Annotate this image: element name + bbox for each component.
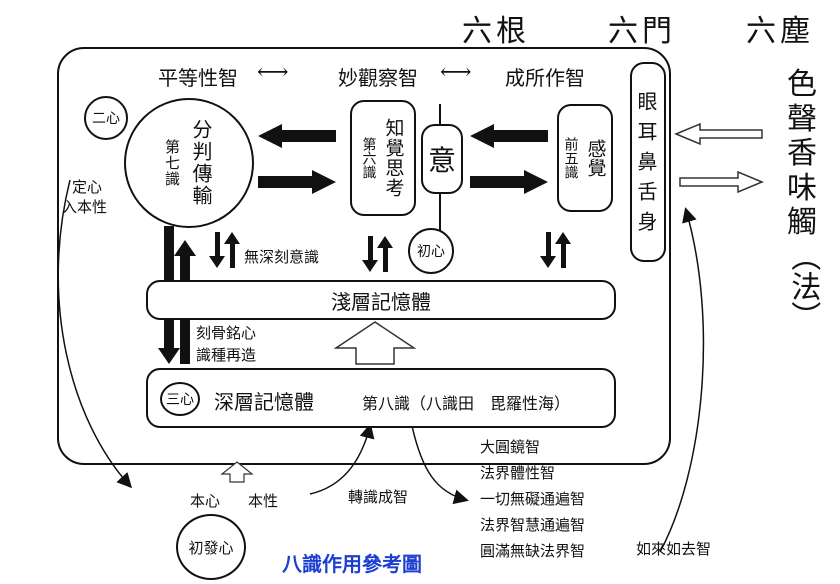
sixth-main-text: 知覺思考	[382, 118, 405, 198]
yi-box: 意	[421, 124, 463, 194]
header-six-gates: 六門	[608, 14, 676, 49]
deep-memory-bar	[146, 368, 616, 428]
wisdom-observation: 妙觀察智	[338, 66, 418, 90]
arrow-sixth-to-seventh	[258, 124, 336, 148]
second-mind-circle: 二心	[84, 96, 128, 140]
arrow-yi-to-five	[470, 170, 548, 194]
arrow-roots-to-dusts	[679, 170, 764, 194]
dust-dharma: （法）	[785, 240, 821, 331]
seventh-main-text: 分判傳輸	[189, 119, 213, 207]
second-mind-label: 二心	[92, 111, 120, 127]
dust-taste: 味	[787, 170, 817, 206]
settle-mind-label: 定心	[72, 178, 103, 196]
curve-eighth-to-wisdom	[411, 425, 469, 505]
wisdom-item: 大圓鏡智	[480, 438, 541, 456]
shallow-memory-bar: 淺層記憶體	[146, 280, 616, 320]
dust-sound: 聲	[787, 101, 817, 137]
transform-label: 轉識成智	[348, 488, 409, 506]
six-dusts-list: 色 聲 香 味 觸 （法）	[780, 67, 824, 331]
diagram-caption: 八識作用參考圖	[282, 552, 422, 576]
small-arrow-down-2	[362, 236, 378, 272]
wisdom-list: 大圓鏡智 法界體性智 一切無礙通遍智 法界智慧通遍智 圓滿無缺法界智	[480, 434, 585, 564]
origin-mind-label: 本心	[190, 492, 221, 510]
dust-touch: 觸	[787, 205, 817, 240]
small-arrow-up-3	[555, 232, 571, 268]
arrow-origin-up	[220, 461, 254, 483]
arrow-dusts-to-roots	[674, 122, 763, 146]
seventh-consciousness-circle: 分判傳輸 第七識	[124, 98, 254, 228]
wisdom-item: 一切無礙通遍智	[480, 490, 586, 508]
sixth-sub-text: 第六識	[360, 137, 377, 179]
tathagata-label: 如來如去智	[636, 540, 712, 558]
initial-aspiration-circle: 初發心	[176, 514, 246, 580]
arrow-seventh-to-sixth	[258, 170, 336, 194]
initial-mind-label: 初心	[417, 244, 445, 260]
curve-origin-to-eighth	[309, 423, 375, 495]
arrow-five-to-yi	[470, 124, 548, 148]
yi-label: 意	[427, 144, 456, 177]
third-mind-label: 三心	[166, 392, 194, 408]
wisdom-equality: 平等性智	[158, 66, 238, 90]
wisdom-item: 圓滿無缺法界智	[480, 542, 586, 560]
small-arrow-up-2	[377, 236, 393, 272]
origin-nature-label: 本性	[248, 492, 279, 510]
engrave-label-2: 識種再造	[196, 346, 257, 364]
initial-aspiration-label: 初發心	[188, 538, 234, 557]
eighth-consciousness-label: 第八識（八識田 毘羅性海）	[362, 394, 571, 413]
wisdom-item: 法界體性智	[480, 464, 556, 482]
five-consciousness-box: 感覺 前五識	[557, 104, 613, 212]
small-arrow-up-1	[224, 232, 240, 268]
wisdom-item: 法界智慧通遍智	[480, 516, 586, 534]
six-roots-box: 眼耳鼻舌身	[630, 62, 666, 262]
five-main-text: 感覺	[584, 139, 607, 177]
five-sub-text: 前五識	[562, 137, 579, 179]
wisdom-accomplishment: 成所作智	[505, 66, 585, 90]
double-arrow-2: ⟷	[440, 60, 472, 85]
small-arrow-down-3	[540, 232, 556, 268]
initial-mind-circle: 初心	[408, 228, 454, 274]
deep-memory-label: 深層記憶體	[214, 390, 314, 414]
dust-smell: 香	[787, 136, 817, 171]
dust-form: 色	[787, 67, 817, 102]
arrow-deep-to-shallow	[333, 321, 417, 365]
shallow-memory-label: 淺層記憶體	[331, 289, 431, 314]
curve-wisdom-to-roots	[659, 207, 705, 553]
enter-nature-label: 入本性	[62, 198, 108, 216]
subconscious-label: 無深刻意識	[244, 248, 320, 266]
header-six-roots: 六根	[462, 14, 530, 49]
curve-settle-to-origin	[57, 179, 133, 489]
header-six-dusts: 六塵	[746, 14, 814, 49]
seventh-sub-text: 第七識	[163, 139, 181, 187]
small-arrow-down-1	[209, 232, 225, 268]
engrave-label-1: 刻骨銘心	[196, 324, 257, 342]
sixth-consciousness-box: 知覺思考 第六識	[350, 100, 416, 216]
double-arrow-1: ⟷	[257, 60, 289, 85]
third-mind-circle: 三心	[160, 382, 200, 416]
